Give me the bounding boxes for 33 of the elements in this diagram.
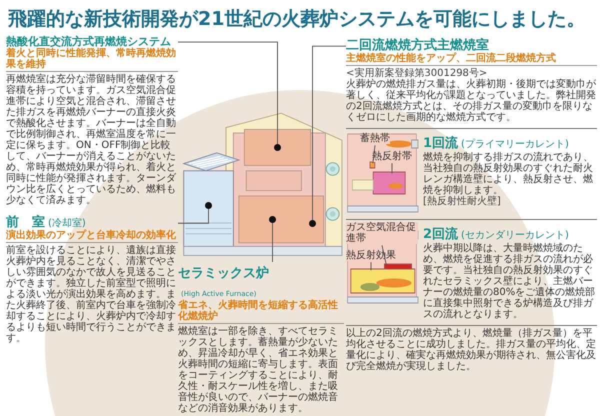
section-heading: 熱酸化直交流方式再燃焼システム bbox=[6, 36, 171, 48]
leader-line bbox=[370, 262, 372, 271]
heading-note: (セカンダリーカレント) bbox=[461, 230, 569, 242]
subheading: 演出効果のアップと台車冷却の効率化 bbox=[6, 230, 178, 244]
diagram-label: ガス空気混合促進帯 bbox=[346, 222, 418, 244]
subheading: 着火と同時に性能発揮、常時再燃焼効果を維持 bbox=[6, 48, 178, 72]
title: 飛躍的な新技術開発が21世紀の火葬炉システムを可能にしました。 bbox=[8, 7, 586, 32]
body-text: 火葬中期以降は、大量時燃焼域のため、燃焼を促進する排ガスの流れが必要です。当社独自の熱反射効果のすぐれたセラミックス壁により、主燃バーナーの燃焼量の80%をご遺体の燃焼部に直接集中照射できる炉構造及び排ガスの流れとなります。 bbox=[423, 242, 596, 320]
leader-line bbox=[312, 46, 346, 220]
subheading: 主燃焼室の性能をアップ、二回流二段燃焼方式 bbox=[346, 53, 597, 66]
body-text: 火葬炉の燃焼排ガス量は、火葬初期・後期では変動巾が著しく、従来平均化が課題となっていました。弊社開発の2回流燃焼方式とは、その排ガス量の変動巾を限りなくゼロにした画期的な燃焼方式です。 bbox=[346, 79, 597, 124]
section-heading: 2回流 bbox=[423, 228, 458, 242]
footnote-text: 以上の2回流の燃焼方式より、燃焼量（排ガス量）を平均化させることに成功しました。排ガス量の平均化、定量化により、確実な再燃焼効果が期待され、無公害化及び完全燃焼が実現しました。 bbox=[346, 324, 597, 372]
subheading: 省エネ、火葬時間を短縮する高活性化燃焼炉 bbox=[178, 300, 344, 324]
section-heading: 二回流燃焼方式主燃焼室 bbox=[346, 39, 489, 53]
leader-line bbox=[178, 208, 209, 224]
note-text: <実用新案登録第3001298号> bbox=[346, 68, 488, 80]
info-panel bbox=[346, 219, 597, 320]
body-text: 再燃焼室は充分な滞留時間を確保する容積を持っています。ガス空気混合促進帯により空気と混合され、滞留させた排ガスを再燃焼バーナーの直接火炎で熱酸化させます。バーナーは全自動で比例制御され、再燃室温度を常に一定に保ちます。ON・OFF制御と比較して、バーナーが消えることがないため、常時再燃焼効果が得られ、着火と同時に性能が発揮されます。ターンダウン比を広くとっているため、燃料も少なくて済みます。 bbox=[6, 74, 178, 206]
diagram-label: 蓄熱帯 bbox=[360, 133, 390, 144]
info-panel bbox=[346, 128, 597, 214]
heading-note: (プライマリーカレント) bbox=[461, 139, 569, 150]
leader-line bbox=[178, 42, 278, 144]
body-text: 前室を設けることにより、遺族は直接火葬炉内を見ることなく、清潔でやさしい雰囲気のなかで故人を見送ることができます。独立した前室型で照明による淡い光が演出効果を高めます。また火葬終了後、前室内で台車を強制冷却することにより、火葬炉内で冷却するよりも短い時間で行うことができます。 bbox=[6, 245, 177, 344]
body-text: 燃焼を抑制する排ガスの流れであり、当社独自の熱反射効果のすぐれた耐火レンガ構造壁により、熱反射させ、燃焼を抑制します。 bbox=[423, 152, 594, 196]
section-heading: 前 室 bbox=[6, 216, 45, 230]
section-heading: セラミックス炉 bbox=[178, 267, 269, 282]
body-text: 燃焼室は一部を除き、すべてセラミックスとします。蓄熱量が少ないため、昇温冷却が早く、省エネ効果と火葬時間の短縮に寄与します。表面をコーティングすることにより、耐久性・耐スケール性を増し、また吸音性が良いので、バーナーの燃焼音などの消音効果があります。 bbox=[178, 326, 339, 414]
heat-storage-zone bbox=[370, 162, 376, 169]
section-heading: 1回流 bbox=[423, 137, 458, 152]
leader-line bbox=[272, 222, 273, 262]
note-text: [熱反射性耐火壁] bbox=[423, 196, 502, 207]
heading-note: (冷却室) bbox=[48, 218, 86, 230]
